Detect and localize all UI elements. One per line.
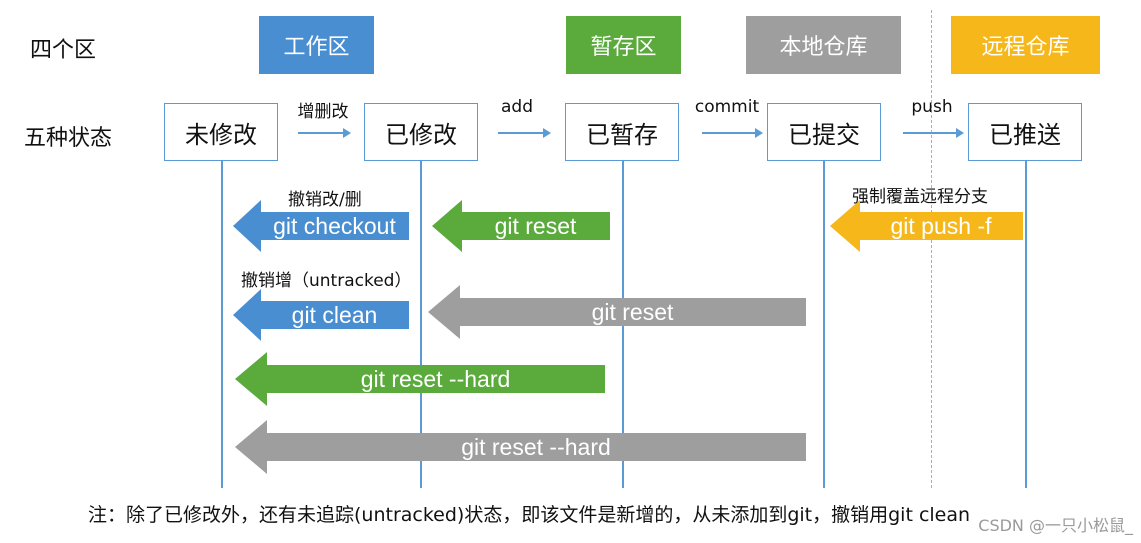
- step-label-commit: commit: [694, 97, 760, 117]
- watermark: CSDN @一只小松鼠_: [978, 516, 1133, 535]
- regions-row-label: 四个区: [30, 38, 97, 63]
- state-staged: 已暂存: [565, 103, 679, 161]
- region-remote-repo: 远程仓库: [951, 16, 1100, 74]
- lifeline-unmodified: [221, 161, 223, 488]
- region-local-repo: 本地仓库: [746, 16, 901, 74]
- caption-undo-modify: 撤销改/删: [288, 190, 362, 210]
- command-git-clean: git clean: [260, 301, 409, 329]
- step-arrow-commit: [702, 128, 763, 138]
- region-workspace: 工作区: [259, 16, 374, 74]
- arrowhead-reset-hard-commit: [235, 420, 267, 474]
- caption-undo-add: 撤销增（untracked）: [241, 271, 412, 291]
- states-row-label: 五种状态: [24, 126, 113, 151]
- arrowhead-push-force: [830, 200, 860, 252]
- command-git-checkout: git checkout: [260, 212, 409, 240]
- arrow-git-reset-commit: git reset: [428, 285, 806, 339]
- command-git-push-force: git push -f: [859, 212, 1023, 240]
- arrowhead-reset-hard-staged: [235, 352, 267, 406]
- region-staging: 暂存区: [566, 16, 681, 74]
- step-label-push: push: [911, 97, 953, 117]
- arrow-git-reset-hard-staged: git reset --hard: [235, 352, 605, 406]
- command-git-reset-commit: git reset: [459, 298, 806, 326]
- arrow-git-clean: git clean: [233, 289, 409, 341]
- state-pushed: 已推送: [968, 103, 1082, 161]
- state-modified: 已修改: [364, 103, 478, 161]
- remote-divider-line: [931, 10, 932, 488]
- step-arrow-edit: [298, 128, 351, 138]
- command-git-reset-hard-staged: git reset --hard: [266, 365, 605, 393]
- arrowhead-reset-staged: [432, 200, 462, 252]
- arrowhead-reset-commit: [428, 285, 460, 339]
- arrowhead-checkout: [233, 200, 261, 252]
- lifeline-committed: [823, 161, 825, 488]
- footnote: 注：除了已修改外，还有未追踪(untracked)状态，即该文件是新增的，从未添…: [88, 504, 971, 526]
- state-committed: 已提交: [767, 103, 881, 161]
- caption-force-push: 强制覆盖远程分支: [852, 187, 988, 207]
- arrow-git-reset-staged: git reset: [432, 200, 610, 252]
- command-git-reset-staged: git reset: [461, 212, 610, 240]
- lifeline-pushed: [1025, 161, 1027, 488]
- command-git-reset-hard-commit: git reset --hard: [266, 433, 806, 461]
- step-label-add: add: [501, 97, 533, 117]
- arrow-git-checkout: git checkout: [233, 200, 409, 252]
- step-label-edit: 增删改: [297, 102, 349, 122]
- arrow-git-reset-hard-commit: git reset --hard: [235, 420, 806, 474]
- step-arrow-add: [498, 128, 551, 138]
- step-arrow-push: [903, 128, 964, 138]
- arrowhead-clean: [233, 289, 261, 341]
- state-unmodified: 未修改: [164, 103, 278, 161]
- arrow-git-push-force: git push -f: [830, 200, 1023, 252]
- lifeline-modified: [420, 161, 422, 488]
